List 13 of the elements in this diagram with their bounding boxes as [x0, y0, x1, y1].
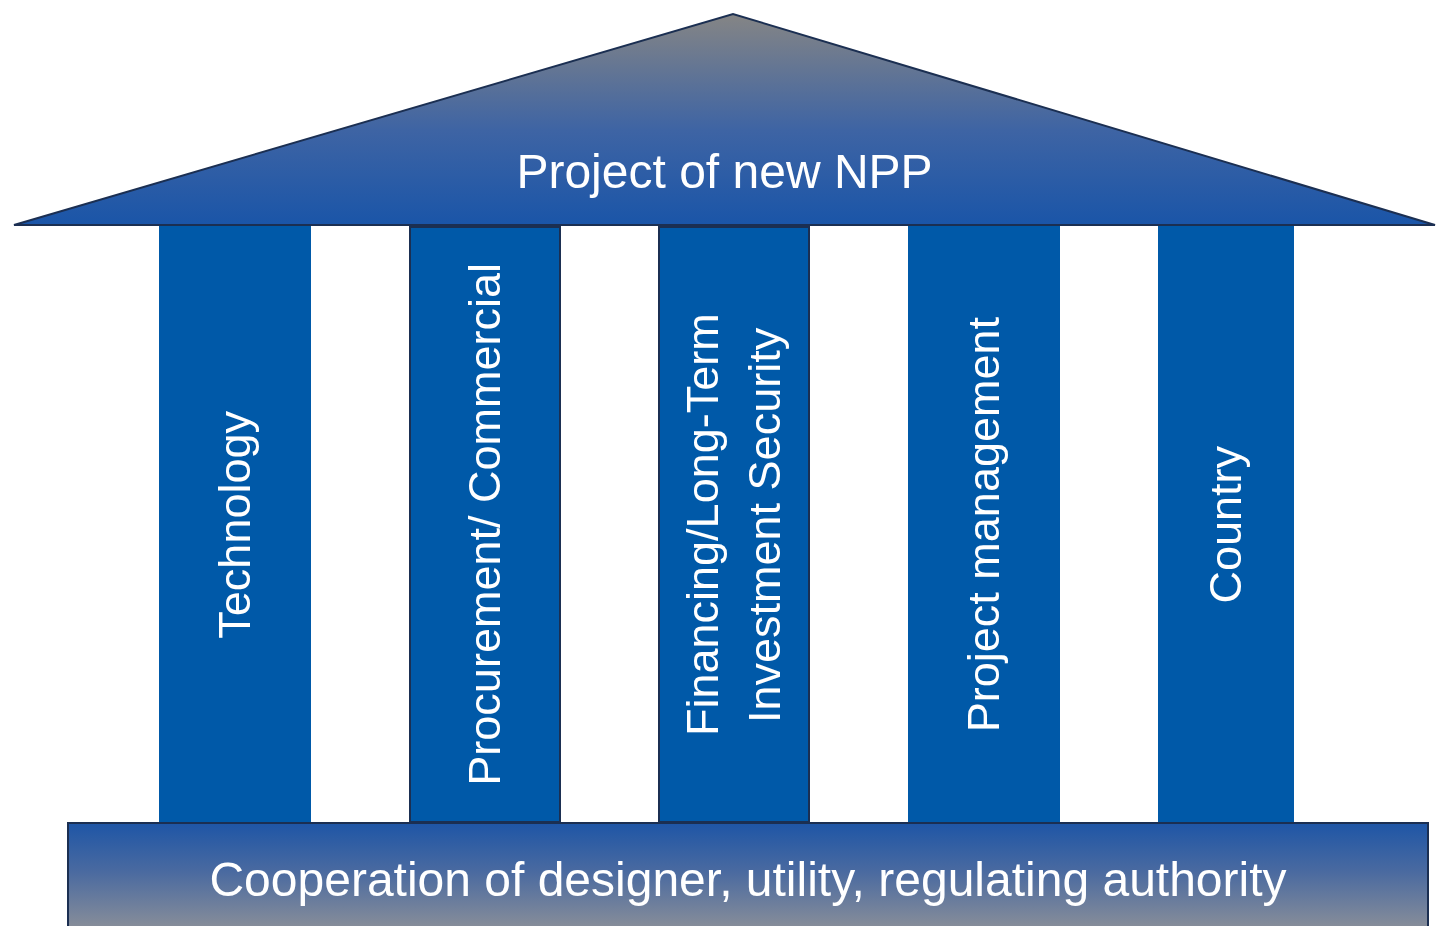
base-slab — [67, 822, 1429, 926]
pillar — [908, 226, 1060, 823]
pillar — [409, 226, 561, 823]
base-label: Cooperation of designer, utility, regulating authority — [209, 852, 1287, 908]
pillar-label: Project management — [957, 316, 1010, 733]
pillar — [658, 226, 810, 823]
pillar — [1158, 226, 1294, 823]
pillar-label: Country — [1199, 445, 1252, 604]
pillar-label: Technology — [208, 410, 261, 639]
roof-title: Project of new NPP — [516, 144, 933, 200]
pillar-label: Procurement/ Commercial — [458, 263, 511, 786]
pillar-label: Financing/Long-Term Investment Security — [676, 312, 791, 738]
pillar — [159, 226, 311, 823]
